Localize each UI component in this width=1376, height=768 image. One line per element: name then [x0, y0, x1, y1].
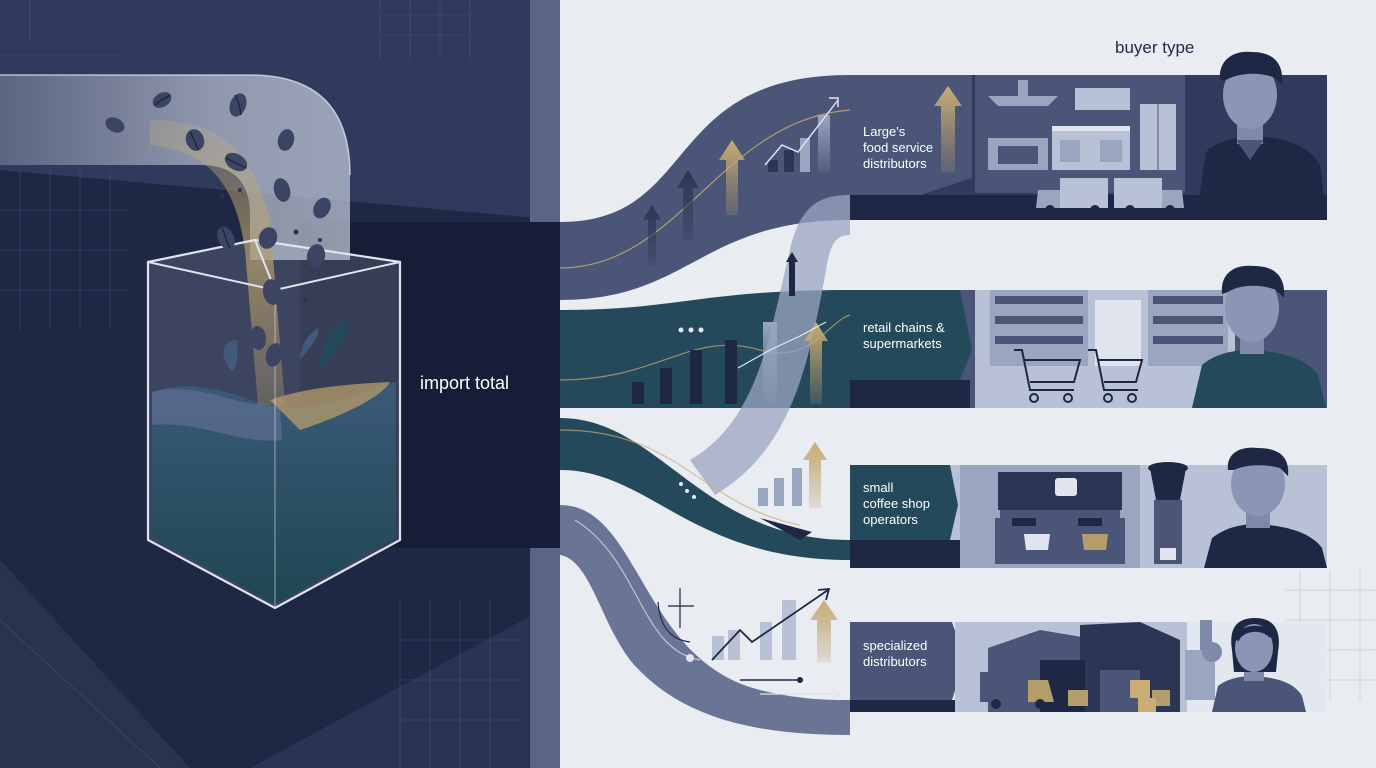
growth-arrow-icon: [804, 322, 828, 404]
coffee-bean-icon: [185, 129, 205, 151]
buyer-label-line: operators: [863, 512, 918, 527]
flow-band-1: [559, 75, 851, 300]
shelves-icon: [990, 290, 1228, 366]
buyer-label-line: distributors: [863, 156, 927, 171]
growth-arrow-icon: [643, 205, 661, 265]
coffee-bean-icon: [313, 197, 331, 219]
coffee-bean-icon: [224, 152, 248, 172]
flow-band-4: [560, 505, 850, 735]
coffee-bean-icon: [277, 129, 295, 151]
bar-chart-icon: [768, 115, 830, 172]
bar-chart-icon: [758, 468, 802, 506]
person-icon: [1204, 447, 1327, 568]
buyer-panel-1: [850, 51, 1327, 220]
kitchen-icon: [988, 80, 1176, 170]
trend-group-3: [679, 252, 827, 508]
coffee-beans: [105, 92, 331, 367]
coffee-bean-icon: [152, 92, 172, 108]
coffee-bean-icon: [262, 279, 282, 305]
trend-group-1: [643, 97, 839, 265]
container: [146, 120, 402, 610]
buyer-label-line: Large's: [863, 124, 906, 139]
buyer-panel-4: [850, 618, 1327, 712]
boxes-icon: [1068, 680, 1170, 712]
buyer-label-line: supermarkets: [863, 336, 942, 351]
growth-arrow-icon: [934, 86, 962, 172]
delivery-truck-icon: [1036, 178, 1108, 215]
flow-band-3: [559, 418, 850, 560]
buyer-label-line: specialized: [863, 638, 928, 653]
buyer-label-line: coffee shop: [863, 496, 930, 511]
coffee-bean-icon: [105, 117, 125, 133]
buyer-label-line: retail chains &: [863, 320, 945, 335]
growth-arrow-icon: [677, 170, 699, 240]
delivery-truck-icon: [980, 672, 1054, 709]
buyer-label-food-service: Large's food service distributors: [863, 124, 933, 172]
buyer-label-coffee-shops: small coffee shop operators: [863, 480, 930, 528]
coffee-bean-icon: [217, 226, 235, 250]
trend-group-4: [657, 587, 838, 662]
import-total-label: import total: [420, 373, 510, 393]
buyer-label-retail-chains: retail chains & supermarkets: [863, 320, 945, 352]
buyer-panel-2: [850, 265, 1327, 408]
coffee-bean-icon: [249, 326, 267, 350]
growth-arrow-icon: [803, 442, 827, 508]
shopping-cart-icon: [1088, 349, 1144, 403]
buyer-label-line: small: [863, 480, 894, 495]
bar-chart-icon: [632, 322, 777, 404]
person-icon: [1212, 618, 1306, 712]
growth-arrow-icon: [786, 252, 798, 296]
buyer-panel-3: [850, 447, 1327, 568]
coffee-bean-icon: [265, 343, 283, 367]
coffee-bean-icon: [229, 93, 247, 117]
roaster-icon: [1185, 620, 1222, 700]
espresso-machine-icon: [995, 472, 1125, 564]
growth-arrow-icon: [810, 600, 838, 662]
shopping-cart-icon: [1014, 349, 1082, 403]
trend-group-2: [632, 321, 828, 404]
buyer-label-line: distributors: [863, 654, 927, 669]
buyer-label-line: food service: [863, 140, 934, 155]
buyer-type-heading: buyer type: [1115, 38, 1195, 57]
person-icon: [1196, 51, 1327, 220]
coffee-bean-icon: [306, 244, 326, 268]
buyer-label-specialized: specialized distributors: [863, 638, 927, 670]
coffee-bean-icon: [258, 227, 278, 249]
coffee-bean-icon: [273, 178, 291, 202]
delivery-truck-icon: [1114, 178, 1184, 215]
grinder-icon: [1148, 462, 1188, 564]
growth-arrow-icon: [719, 140, 745, 215]
person-icon: [1192, 265, 1326, 408]
